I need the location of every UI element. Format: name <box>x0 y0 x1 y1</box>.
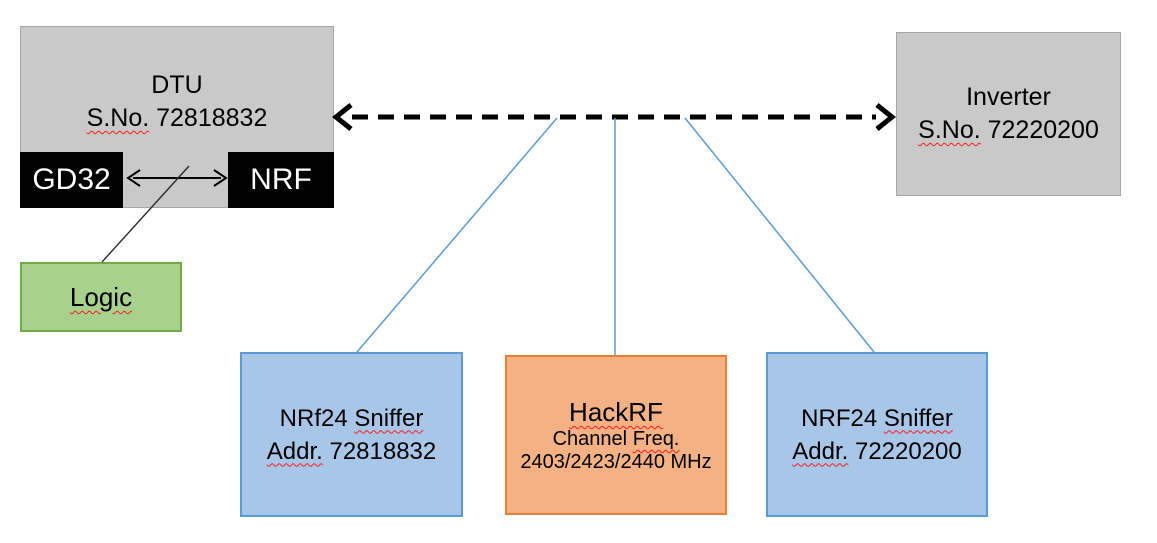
hackrf-frequencies: 2403/2423/2440 MHz <box>520 451 712 473</box>
dashed-link-right-arrowhead <box>875 103 897 131</box>
gd32-chip-node: GD32 <box>20 152 123 208</box>
hackrf-node: HackRF Channel Freq. 2403/2423/2440 MHz <box>505 355 727 515</box>
sniffer-left-addr: 72818832 <box>329 437 437 465</box>
inverter-serial-prefix: S.No. <box>918 116 981 144</box>
dashed-link-left-arrowhead <box>331 103 353 131</box>
inverter-serial-number: 72220200 <box>987 116 1099 144</box>
dtu-serial-line: S.No. 72818832 <box>87 102 268 135</box>
sniffer-left-addr-line: Addr. 72818832 <box>267 435 437 468</box>
sniffer-right-addr-line: Addr. 72220200 <box>792 435 962 468</box>
sniffer-right-addr-prefix: Addr. <box>792 437 849 465</box>
link-to-sniffer-right <box>684 117 875 353</box>
hackrf-subtitle-word2: Freq. <box>632 428 680 450</box>
sniffer-right-name: NRF24 <box>801 404 878 432</box>
sniffer-right-addr: 72220200 <box>854 437 962 465</box>
dtu-inverter-dashed-link <box>331 103 897 131</box>
hackrf-subtitle-word1: Channel <box>552 428 628 450</box>
inverter-node: Inverter S.No. 72220200 <box>896 32 1121 196</box>
sniffer-left-node: NRf24 Sniffer Addr. 72818832 <box>240 352 463 517</box>
inverter-serial-line: S.No. 72220200 <box>918 114 1099 147</box>
link-to-sniffer-left <box>356 117 558 353</box>
sniffer-right-type: Sniffer <box>883 404 953 432</box>
sniffer-left-title: NRf24 Sniffer <box>280 402 424 435</box>
sniffer-left-type: Sniffer <box>354 404 424 432</box>
sniffer-right-node: NRF24 Sniffer Addr. 72220200 <box>766 352 988 517</box>
sniffer-left-name: NRf24 <box>279 404 348 432</box>
sniffer-right-title: NRF24 Sniffer <box>801 402 953 435</box>
dtu-serial-prefix: S.No. <box>86 104 150 132</box>
nrf-label: NRF <box>250 163 312 196</box>
logic-node: Logic <box>20 262 182 332</box>
inverter-title: Inverter <box>966 83 1051 111</box>
dtu-serial-number: 72818832 <box>156 104 268 132</box>
hackrf-title: HackRF <box>569 397 663 427</box>
gd32-label: GD32 <box>32 163 111 196</box>
dtu-title: DTU <box>151 71 203 99</box>
nrf-chip-node: NRF <box>228 152 334 208</box>
logic-label: Logic <box>69 282 133 312</box>
sniffer-left-addr-prefix: Addr. <box>266 437 323 465</box>
hackrf-subtitle: Channel Freq. <box>553 428 680 451</box>
